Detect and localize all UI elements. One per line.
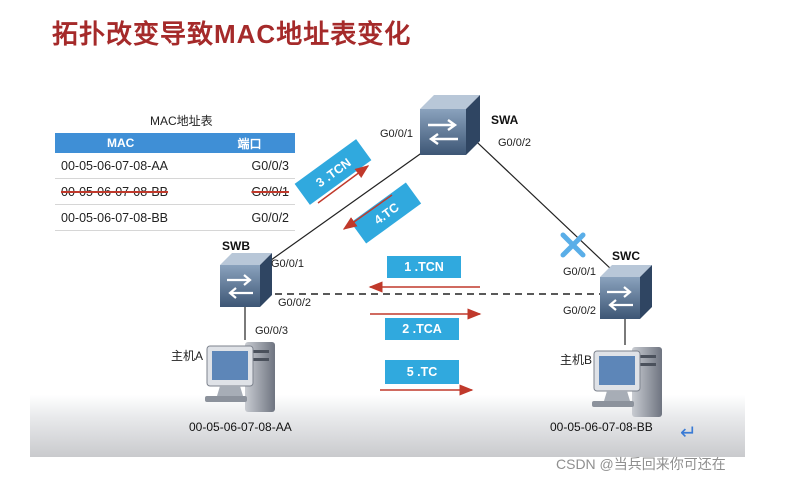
computer-icon	[205, 342, 275, 412]
arrow-3-tcn	[317, 165, 370, 204]
page-title: 拓扑改变导致MAC地址表变化	[52, 19, 412, 49]
table-row: 00-05-06-07-08-BB G0/0/2	[55, 204, 295, 231]
port-cell: G0/0/1	[229, 178, 295, 205]
failure-x-icon	[560, 232, 586, 258]
swa-port-left: G0/0/1	[380, 128, 414, 140]
mac-cell: 00-05-06-07-08-BB	[55, 204, 230, 231]
arrow-4-tc	[342, 194, 393, 230]
table-row-struck: 00-05-06-07-08-BB G0/0/1	[55, 178, 295, 205]
message-5-tc: 5 .TC	[385, 360, 459, 384]
link-swa-swc	[461, 127, 613, 271]
host-b-label: 主机B	[560, 353, 593, 367]
watermark: CSDN @当兵回来你可还在	[556, 456, 726, 472]
host-a-mac: 00-05-06-07-08-AA	[189, 420, 292, 434]
table-row: 00-05-06-07-08-AA G0/0/3	[55, 153, 295, 179]
mac-table: MAC 端口 00-05-06-07-08-AA G0/0/3 00-05-06…	[55, 133, 295, 231]
switch-icon	[420, 95, 480, 155]
enter-icon: ↵	[680, 422, 697, 444]
swc-port-left: G0/0/2	[563, 305, 597, 317]
mac-cell: 00-05-06-07-08-BB	[55, 178, 230, 205]
mac-table-header: MAC 端口	[55, 133, 295, 153]
mac-cell: 00-05-06-07-08-AA	[55, 153, 230, 179]
swc-port-up: G0/0/1	[563, 266, 597, 278]
swb-port-up: G0/0/1	[271, 258, 305, 270]
switch-icon	[600, 265, 652, 319]
mac-column-header: MAC	[55, 133, 230, 153]
swa-label: SWA	[491, 113, 519, 127]
message-2-tca: 2 .TCA	[385, 318, 459, 340]
swb-port-right: G0/0/2	[278, 297, 312, 309]
computer-icon	[592, 347, 662, 417]
port-cell: G0/0/3	[229, 153, 295, 179]
swa-port-right: G0/0/2	[498, 137, 532, 149]
swb-port-down: G0/0/3	[255, 325, 289, 337]
message-1-tcn: 1 .TCN	[387, 256, 461, 278]
host-a-label: 主机A	[171, 349, 204, 363]
swc-label: SWC	[612, 249, 640, 263]
message-4-tc: 4.TC	[350, 182, 422, 244]
link-swa-swb	[249, 141, 438, 276]
switch-icon	[220, 253, 272, 307]
port-column-header: 端口	[229, 133, 295, 153]
swb-label: SWB	[222, 239, 250, 253]
port-cell: G0/0/2	[229, 204, 295, 231]
host-b-mac: 00-05-06-07-08-BB	[550, 420, 653, 434]
mac-table-caption: MAC地址表	[150, 114, 213, 128]
